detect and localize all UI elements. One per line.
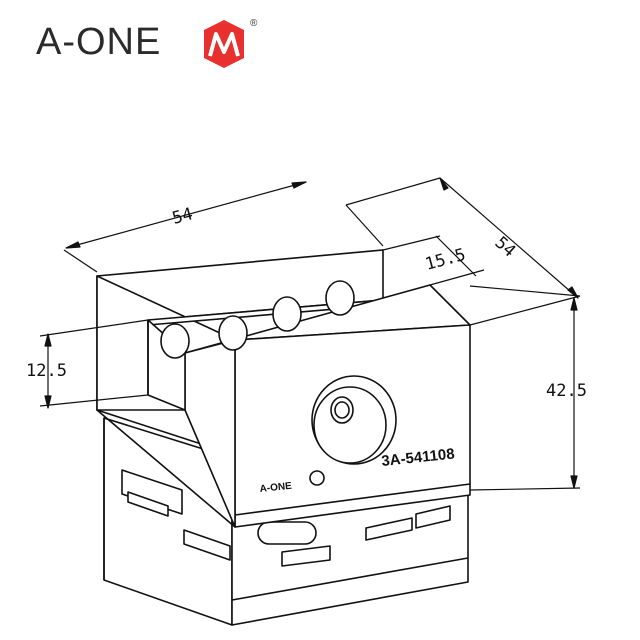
registered-mark: ® xyxy=(250,18,258,29)
slot-holes xyxy=(160,280,355,359)
brand-circle-icon xyxy=(309,470,325,486)
block-brand-label: A-ONE xyxy=(259,481,293,495)
dimension-lines xyxy=(39,177,581,491)
counterbore-hole xyxy=(311,375,397,465)
dim-width-top: 54 xyxy=(170,204,195,229)
brand-logo: A-ONE ® xyxy=(36,18,258,74)
dim-depth-side: 54 xyxy=(491,233,520,262)
logo-m-icon xyxy=(204,20,244,68)
dim-slot-depth: 15.5 xyxy=(423,245,468,275)
dim-slot-height: 12.5 xyxy=(26,361,67,381)
logo-text: A-ONE xyxy=(36,21,162,63)
dim-total-height: 42.5 xyxy=(546,381,587,401)
